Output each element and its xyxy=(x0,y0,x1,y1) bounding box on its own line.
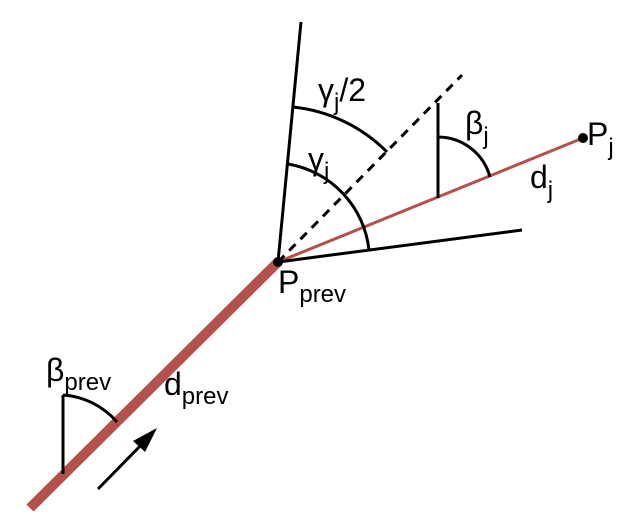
label-beta-j: βj xyxy=(465,105,489,150)
direction-arrow-shaft xyxy=(96,438,148,491)
label-p-prev: Pprev xyxy=(278,264,346,308)
cone-bisector-dashed xyxy=(276,73,464,264)
cone-boundary-lower xyxy=(277,228,523,264)
label-gamma: γj xyxy=(308,141,329,185)
beta-j-arc xyxy=(437,135,492,178)
current-segment xyxy=(277,136,584,264)
point-p-prev xyxy=(273,257,283,267)
label-gamma-half: γj/2 xyxy=(318,72,366,116)
cone-angle-arc xyxy=(287,162,371,251)
cone-boundary-upper xyxy=(276,21,303,263)
label-p-j: Pj xyxy=(587,116,614,161)
previous-segment xyxy=(26,258,282,512)
label-beta-prev: βprev xyxy=(46,352,111,396)
label-d-prev: dprev xyxy=(164,366,228,410)
label-d-j: dj xyxy=(530,159,553,204)
point-p-j xyxy=(578,133,588,143)
beta-prev-arc xyxy=(62,393,119,423)
direction-arrow-head xyxy=(133,428,157,452)
half-cone-angle-arc xyxy=(292,105,389,154)
